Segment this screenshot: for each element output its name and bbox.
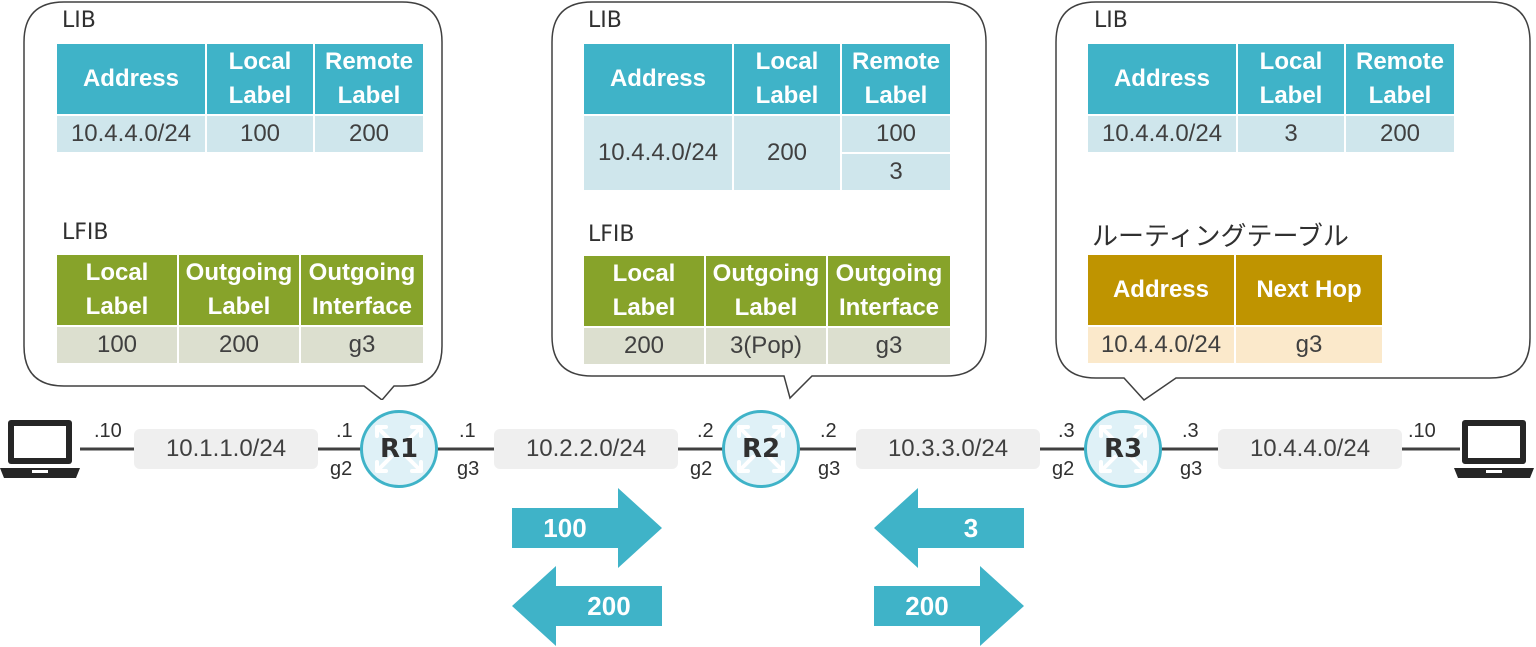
router-name: R3: [1103, 434, 1143, 464]
left-host: [0, 414, 86, 484]
label-arrow-left: 200: [512, 566, 662, 646]
r1-right-if: g3: [457, 458, 480, 480]
lfib-header-outgoing-interface: Outgoing Interface: [826, 254, 952, 328]
lfib-cell-local: 100: [55, 325, 179, 365]
r1-lfib-table: Local Label Outgoing Label Outgoing Inte…: [55, 253, 425, 365]
lfib-cell-outgoing-label: 200: [177, 325, 301, 365]
lfib-cell-outgoing-interface: g3: [299, 325, 425, 365]
label-arrow-left: 3: [874, 488, 1024, 568]
left-host-ip: .10: [94, 420, 122, 442]
lib-header-local-label: Local Label: [732, 42, 842, 116]
router-r3: R3: [1084, 410, 1162, 488]
router-r1: R1: [360, 410, 438, 488]
subnet-label: 10.2.2.0/24: [494, 429, 678, 469]
rt-header-next-hop: Next Hop: [1234, 253, 1384, 327]
arrow-label: 3: [963, 512, 979, 543]
router-icon: [737, 425, 785, 473]
lib-cell-local: 100: [205, 114, 315, 154]
r2-left-ip: .2: [697, 420, 714, 442]
router-name: R1: [379, 434, 419, 464]
lib-cell-address: 10.4.4.0/24: [1086, 114, 1238, 154]
r3-lib-title: LIB: [1094, 8, 1128, 33]
router-r2: R2: [722, 410, 800, 488]
lfib-header-local-label: Local Label: [582, 254, 706, 328]
lib-cell-address: 10.4.4.0/24: [582, 114, 734, 192]
lfib-cell-local: 200: [582, 326, 706, 366]
rt-cell-address: 10.4.4.0/24: [1086, 325, 1236, 365]
lib-cell-address: 10.4.4.0/24: [55, 114, 207, 154]
r1-right-ip: .1: [459, 420, 476, 442]
lfib-cell-outgoing-interface: g3: [826, 326, 952, 366]
lib-header-remote-label: Remote Label: [1344, 42, 1456, 116]
router-icon: [1099, 425, 1147, 473]
r2-lfib-table: Local Label Outgoing Label Outgoing Inte…: [582, 254, 952, 366]
r1-left-ip: .1: [336, 420, 353, 442]
lib-header-address: Address: [582, 42, 734, 116]
label-arrow-right: 100: [512, 488, 662, 568]
r3-lib-table: Address Local Label Remote Label 10.4.4.…: [1086, 42, 1456, 154]
r3-routing-table: Address Next Hop 10.4.4.0/24 g3: [1086, 253, 1384, 365]
lib-cell-remote: 100: [840, 114, 952, 154]
laptop-icon: [1454, 420, 1534, 478]
router-icon: [375, 425, 423, 473]
r1-left-if: g2: [330, 458, 353, 480]
r3-routing-title: ルーティングテーブル: [1092, 222, 1349, 252]
r3-left-ip: .3: [1058, 420, 1075, 442]
lib-cell-remote: 200: [313, 114, 425, 154]
r1-lib-title: LIB: [62, 8, 96, 33]
laptop-icon: [0, 420, 80, 478]
r3-right-if: g3: [1180, 458, 1203, 480]
r2-lfib-title: LFIB: [588, 222, 635, 247]
r1-lfib-title: LFIB: [62, 220, 109, 245]
subnet-label: 10.1.1.0/24: [134, 429, 318, 469]
rt-cell-next-hop: g3: [1234, 325, 1384, 365]
lfib-header-outgoing-label: Outgoing Label: [704, 254, 828, 328]
lib-header-address: Address: [55, 42, 207, 116]
lfib-header-outgoing-label: Outgoing Label: [177, 253, 301, 327]
label-arrow-right: 200: [874, 566, 1024, 646]
r3-left-if: g2: [1052, 458, 1075, 480]
lfib-header-outgoing-interface: Outgoing Interface: [299, 253, 425, 327]
arrow-label: 200: [587, 590, 631, 621]
r2-lib-title: LIB: [588, 8, 622, 33]
right-host: [1452, 414, 1536, 484]
lib-cell-remote: 200: [1344, 114, 1456, 154]
lib-cell-local: 200: [732, 114, 842, 192]
subnet-label: 10.3.3.0/24: [856, 429, 1040, 469]
lfib-cell-outgoing-label: 3(Pop): [704, 326, 828, 366]
r2-left-if: g2: [690, 458, 713, 480]
arrow-label: 200: [905, 590, 949, 621]
r2-lib-table: Address Local Label Remote Label 10.4.4.…: [582, 42, 952, 192]
lib-cell-local: 3: [1236, 114, 1346, 154]
right-host-ip: .10: [1408, 420, 1436, 442]
lib-header-local-label: Local Label: [1236, 42, 1346, 116]
r1-lib-table: Address Local Label Remote Label 10.4.4.…: [55, 42, 425, 154]
router-name: R2: [741, 434, 781, 464]
lfib-header-local-label: Local Label: [55, 253, 179, 327]
arrow-label: 100: [543, 512, 587, 543]
r2-right-if: g3: [818, 458, 841, 480]
lib-header-local-label: Local Label: [205, 42, 315, 116]
lib-cell-remote: 3: [840, 152, 952, 192]
r3-right-ip: .3: [1182, 420, 1199, 442]
lib-header-remote-label: Remote Label: [313, 42, 425, 116]
lib-header-address: Address: [1086, 42, 1238, 116]
subnet-label: 10.4.4.0/24: [1218, 429, 1402, 469]
lib-header-remote-label: Remote Label: [840, 42, 952, 116]
rt-header-address: Address: [1086, 253, 1236, 327]
r2-right-ip: .2: [820, 420, 837, 442]
